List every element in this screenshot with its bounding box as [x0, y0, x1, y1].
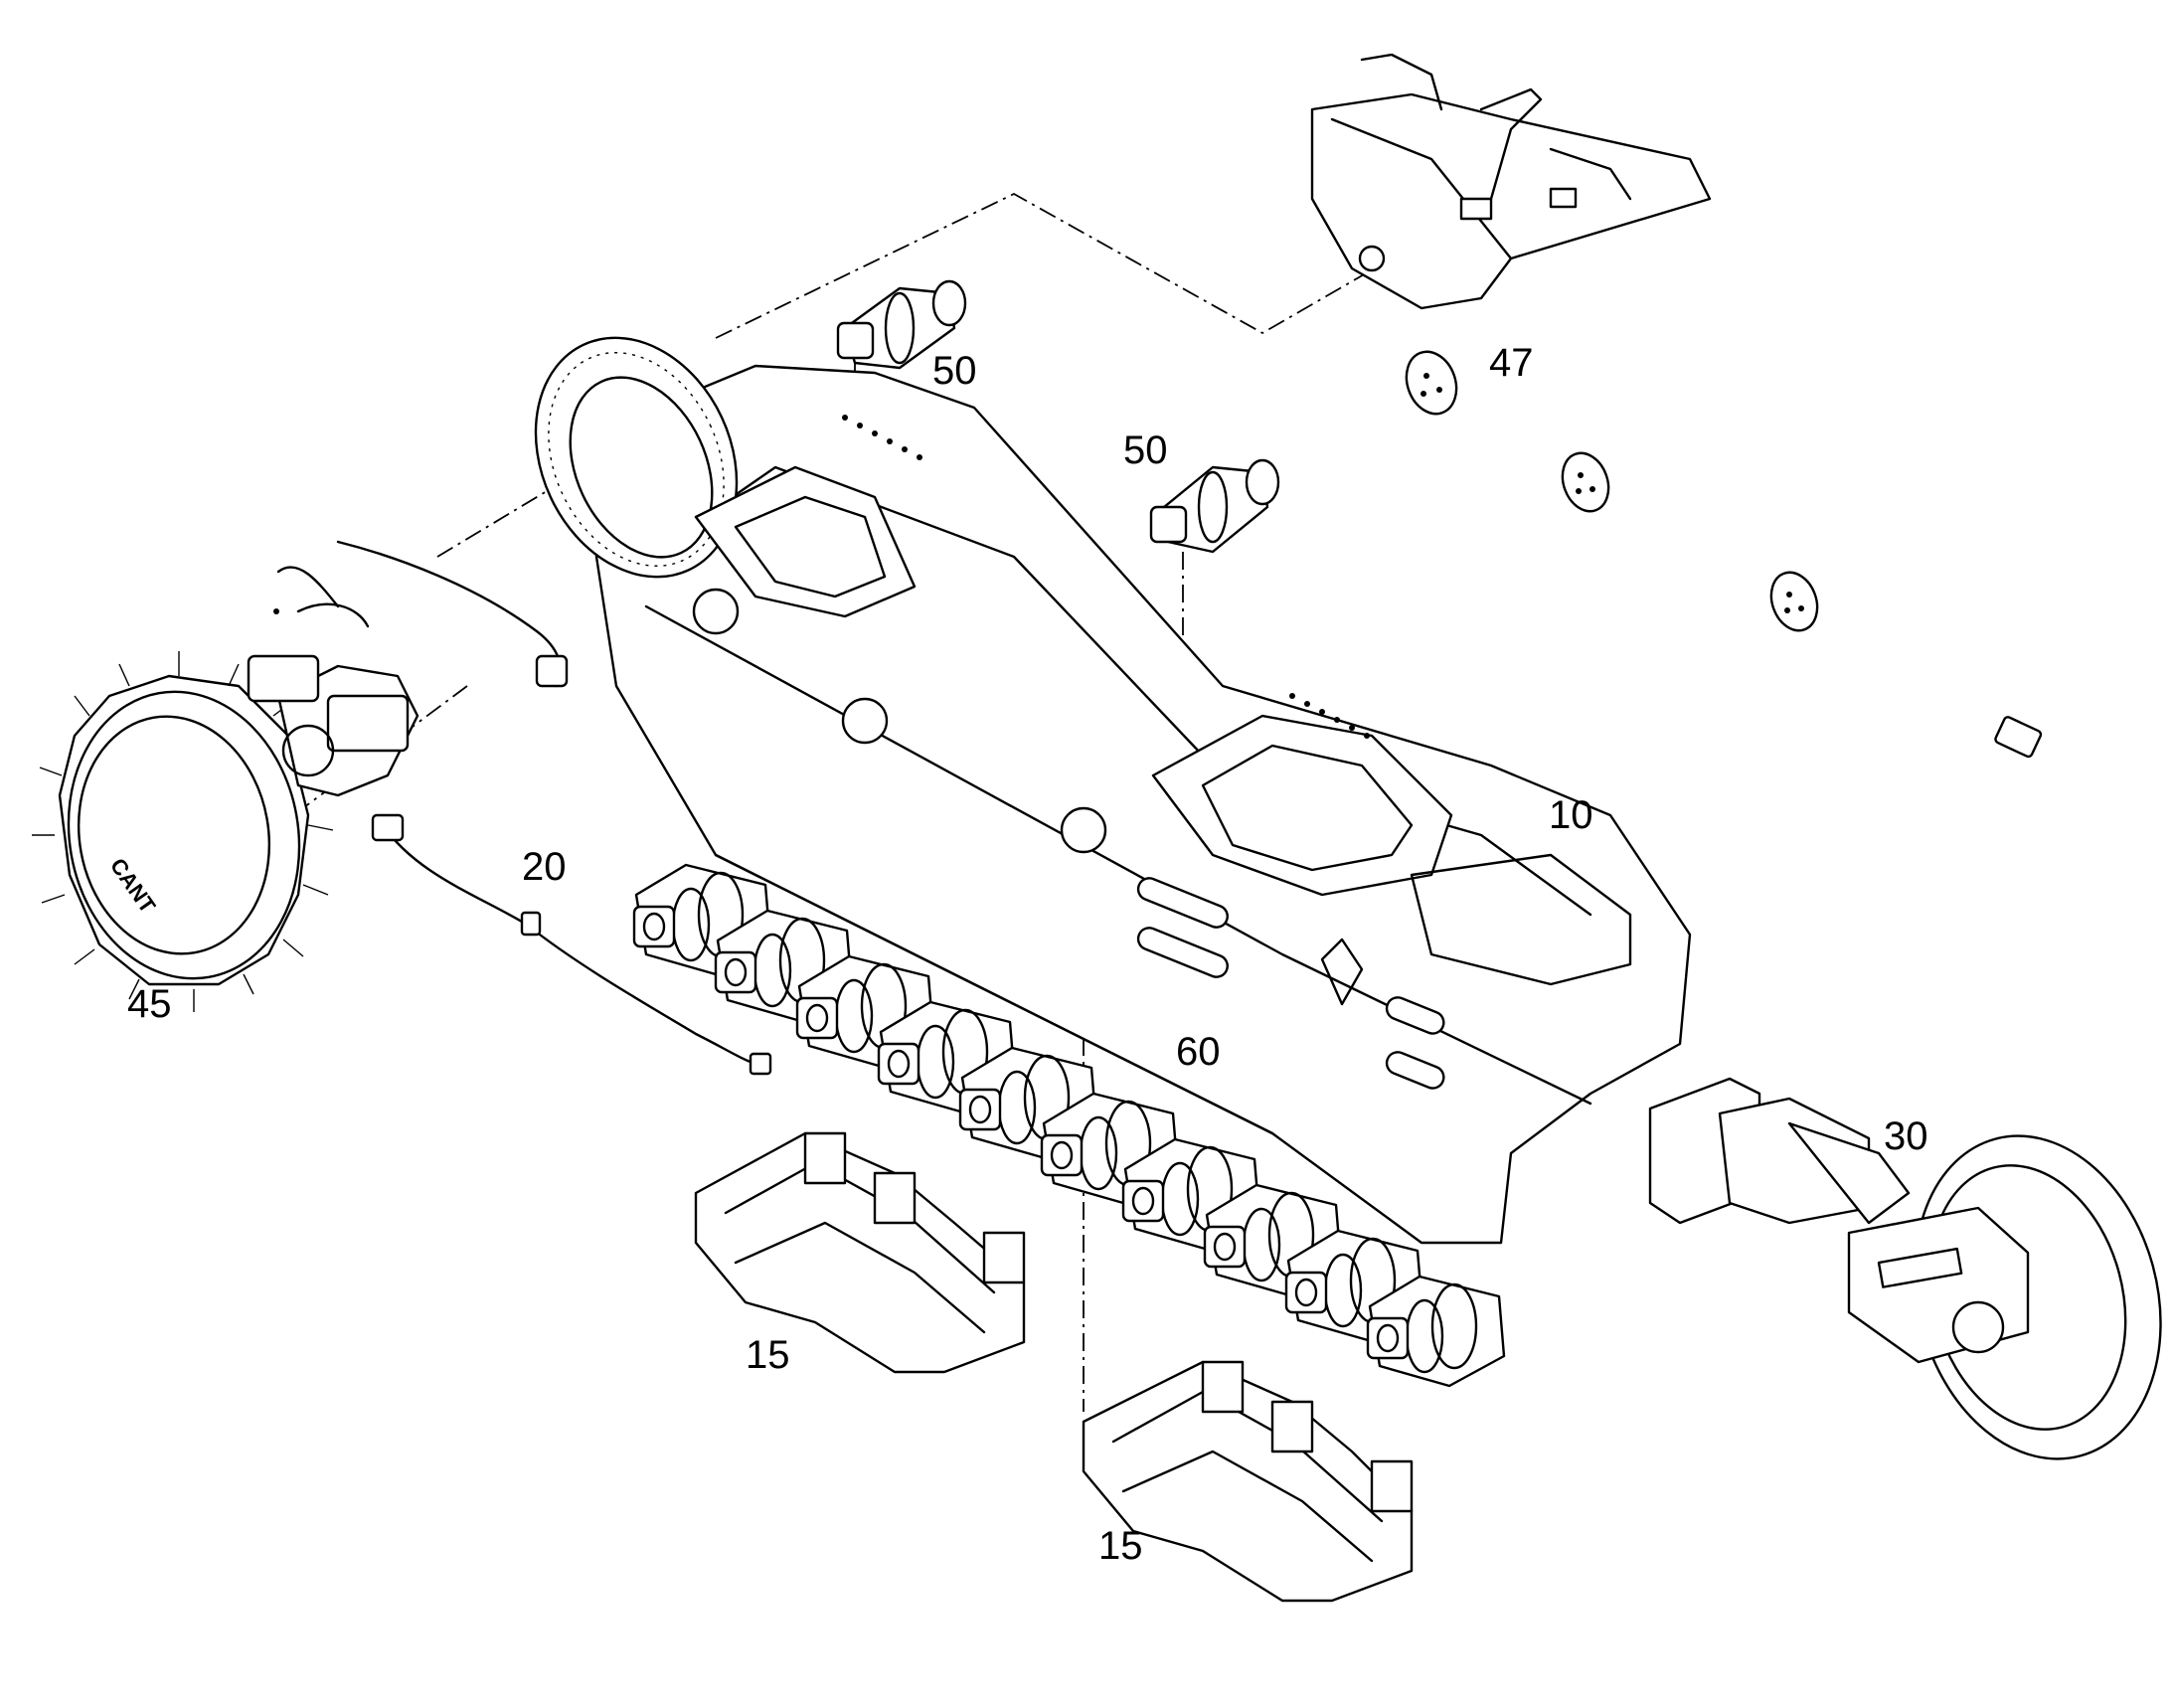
final-drive-sprocket: CANT	[32, 651, 419, 1012]
callout-15-upper: 15	[746, 1333, 790, 1377]
callout-60: 60	[1176, 1030, 1221, 1074]
track-frame	[534, 336, 1692, 1245]
callout-50-lower: 50	[1123, 428, 1168, 472]
idler-assembly	[1648, 1077, 2162, 1460]
callout-15-lower: 15	[1098, 1524, 1143, 1568]
callout-47: 47	[1489, 341, 1534, 385]
callout-45: 45	[127, 982, 172, 1026]
callout-20: 20	[522, 845, 567, 889]
carrier-roller-upper	[836, 279, 967, 370]
callout-10: 10	[1549, 793, 1593, 837]
roller-guard-upper	[694, 1131, 1026, 1374]
cover-discs	[1405, 350, 2043, 759]
sensor-cable	[371, 813, 772, 1076]
callout-30: 30	[1884, 1114, 1928, 1158]
wiring-harness	[273, 540, 569, 688]
roller-guard-lower	[1082, 1360, 1414, 1603]
carrier-roller-lower	[1149, 458, 1280, 554]
track-roller	[1366, 1275, 1506, 1388]
track-rollers	[632, 863, 1506, 1388]
callout-50-upper: 50	[932, 349, 977, 393]
cover-plate-assembly	[1310, 53, 1712, 310]
